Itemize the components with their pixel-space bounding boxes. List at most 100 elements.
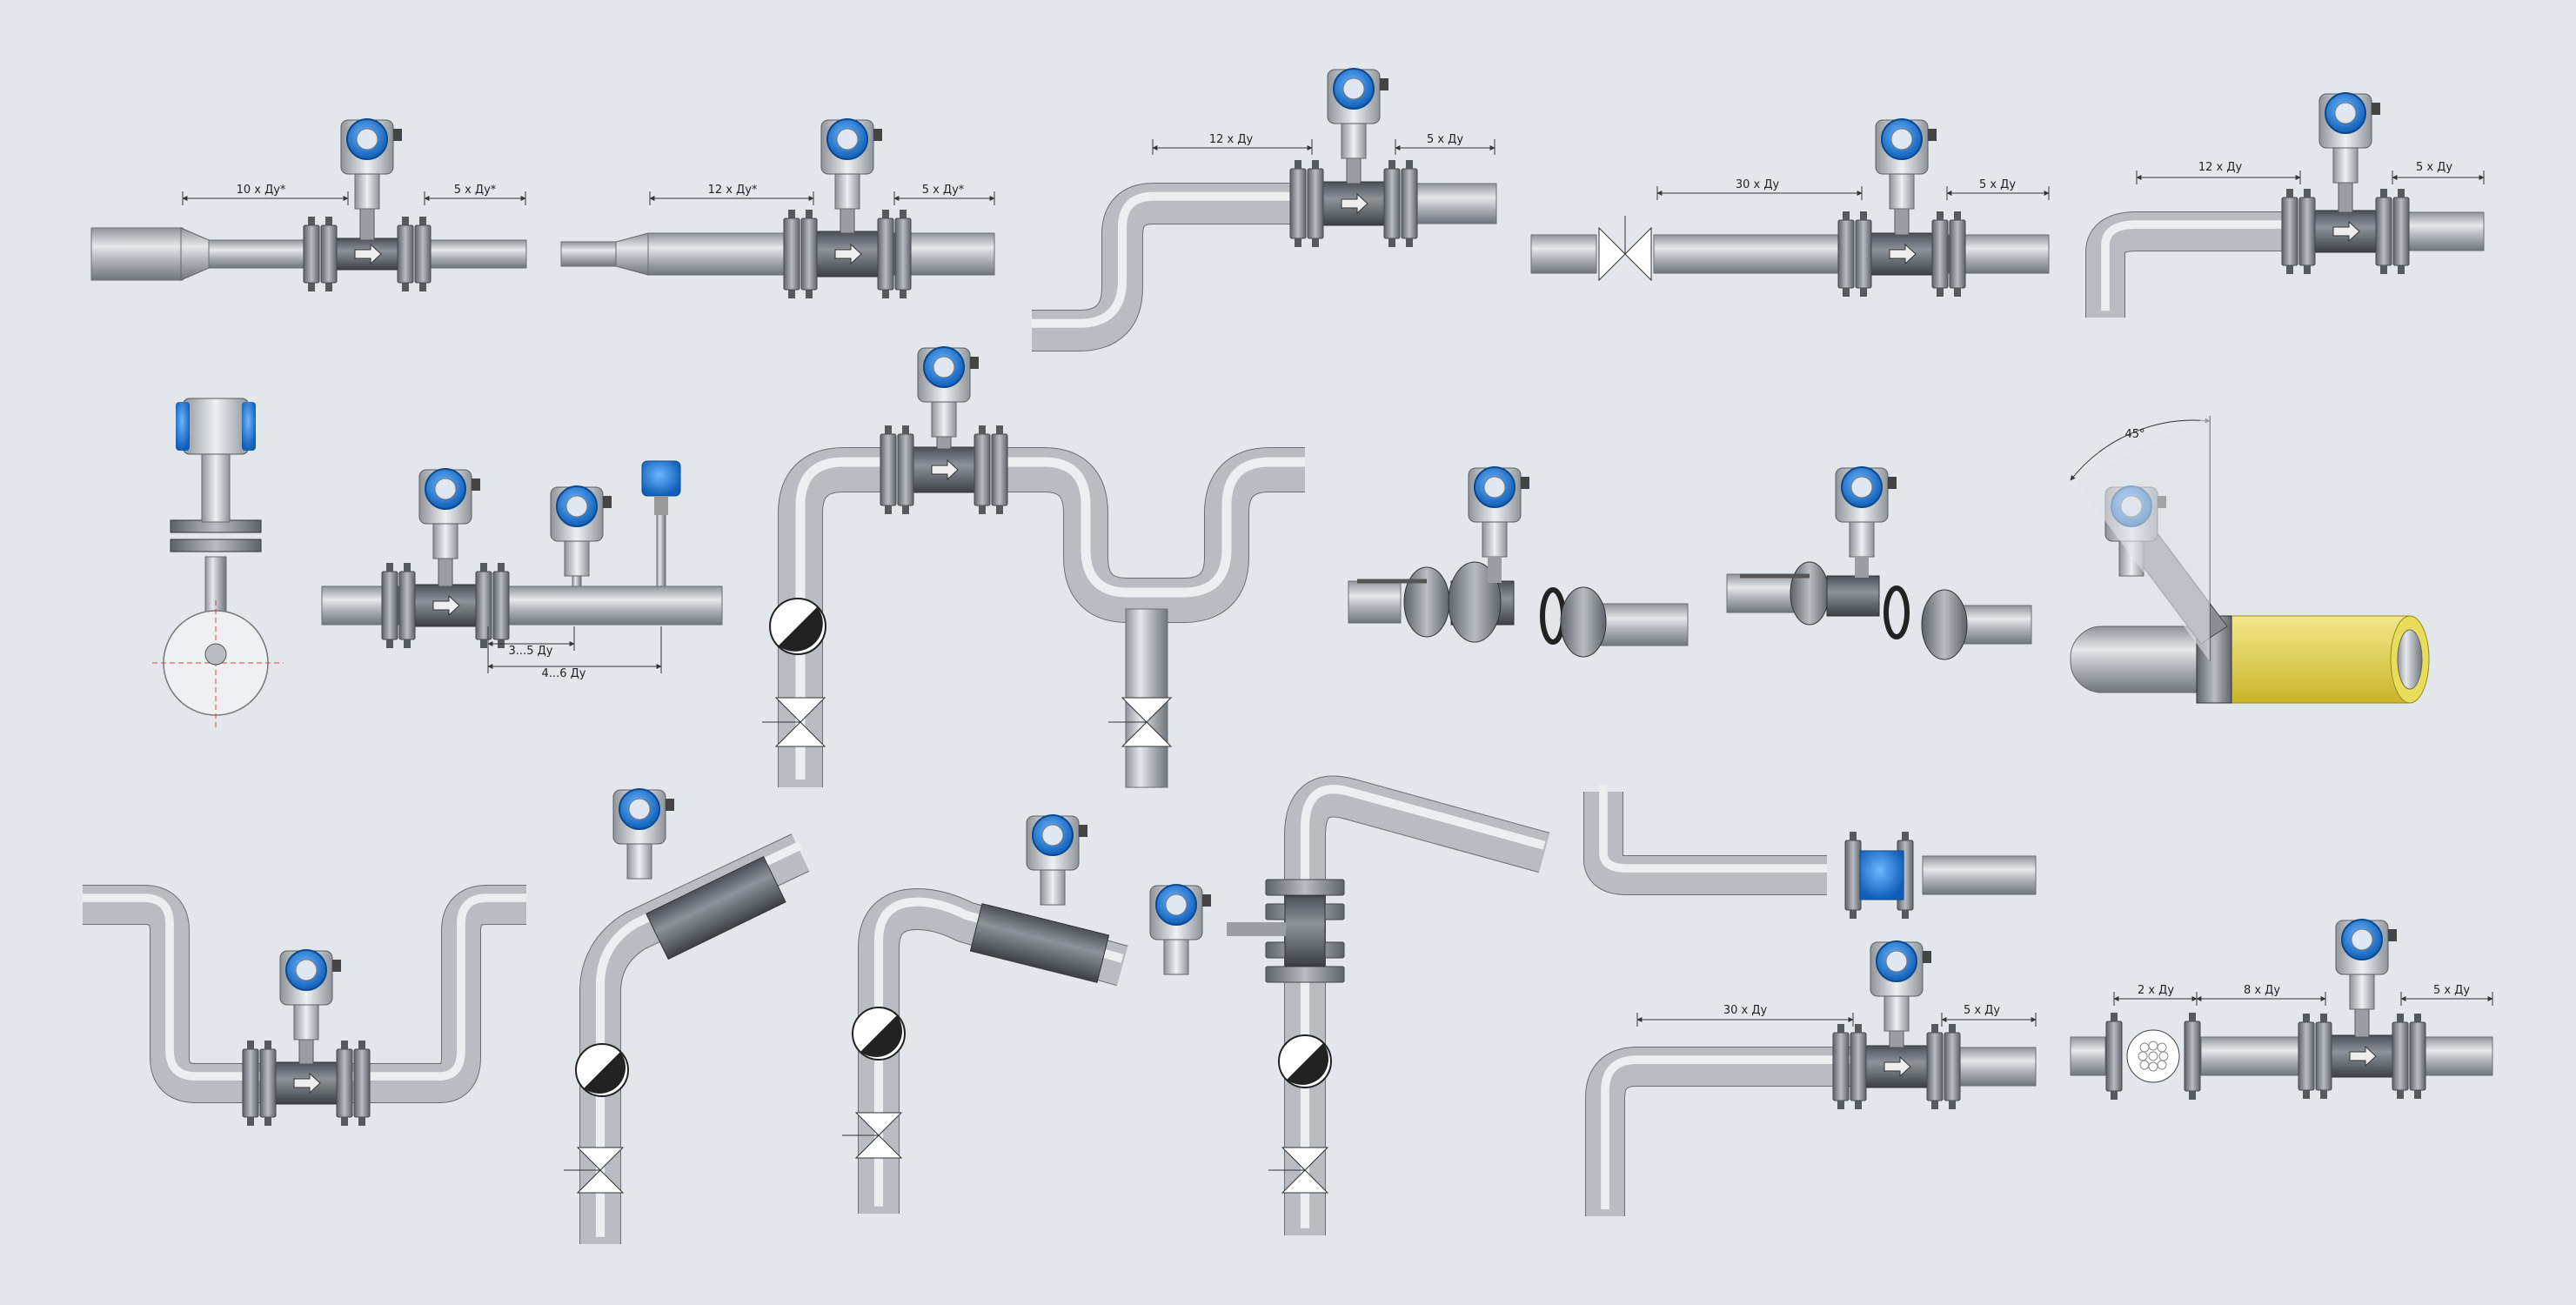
- flange-bolt: [996, 505, 1003, 514]
- flange-pipe-upstream: [381, 571, 398, 640]
- vertical-riser-body: [1285, 776, 1550, 1235]
- flange-bolt: [885, 505, 892, 514]
- cable-gland: [1923, 951, 1931, 963]
- flange-pipe-downstream: [2409, 1021, 2426, 1091]
- meter-1-head: [340, 118, 402, 210]
- flange-bolt: [1388, 238, 1395, 247]
- flange-bolt: [1295, 238, 1301, 247]
- pipe-segment: [647, 232, 797, 276]
- sensor-tip: [204, 643, 227, 666]
- meter-15-body: [1284, 895, 1326, 967]
- pipe-segment: [1591, 603, 1689, 646]
- cable-gland: [1380, 78, 1388, 90]
- meter-12-head: [279, 949, 341, 1041]
- pipe-segment: [493, 586, 723, 626]
- dim-label-d4-downstream: 5 x Ду: [1979, 178, 2016, 191]
- valve-8a-bottom: [774, 721, 826, 747]
- temperature-well: [656, 512, 666, 587]
- transmitter-neck: [1163, 939, 1189, 975]
- gate-valve-4-right: [1624, 226, 1652, 282]
- pipe-segment: [1726, 573, 1802, 613]
- cable-gland: [873, 129, 882, 141]
- flange-pipe-downstream: [2392, 197, 2410, 266]
- meter-10-stem: [1855, 557, 1869, 578]
- transmitter-neck: [564, 540, 590, 577]
- flange-pipe-upstream: [242, 1048, 259, 1118]
- flange: [1844, 840, 1862, 911]
- insertion-housing: [182, 398, 250, 455]
- dim-label-d3-downstream: 5 x Ду: [1427, 133, 1463, 146]
- flange-bolt: [1937, 211, 1944, 220]
- strainer-cell: [2138, 1051, 2148, 1061]
- dim-label-d16-upstream: 30 x Ду: [1723, 1004, 1768, 1017]
- pipe-segment: [1408, 183, 1497, 224]
- flange-downstream: [2375, 197, 2392, 266]
- dim-label-d5-upstream: 12 x Ду: [2198, 161, 2243, 174]
- flange-bolt: [2380, 189, 2387, 197]
- dim-label-d1-upstream: 10 x Ду*: [237, 184, 286, 197]
- inclined-14-highlight: [873, 897, 1124, 1207]
- meter-9-head: [1468, 466, 1529, 558]
- dim-label-d17-a: 2 x Ду: [2138, 984, 2174, 997]
- flange-bolt: [902, 505, 909, 514]
- insertion-cover-right: [242, 402, 256, 451]
- flange-bolt: [1860, 211, 1867, 220]
- flange-pipe-downstream: [1944, 1032, 1961, 1101]
- dim-label-d1-downstream: 5 x Ду*: [454, 184, 497, 197]
- valve-8a-top: [774, 697, 826, 723]
- dim-label-d16-downstream: 5 x Ду: [1964, 1004, 2000, 1017]
- flange-bolt: [1937, 288, 1944, 297]
- gasket: [1883, 586, 1910, 639]
- inlet-wide-pipe: [90, 227, 184, 281]
- transmitter-neck: [834, 173, 860, 210]
- flange-upstream: [1850, 1032, 1867, 1101]
- flange-bolt: [885, 425, 892, 434]
- flange-bolt: [1388, 160, 1395, 169]
- cable-gland: [603, 496, 612, 508]
- valve-15-bottom: [1281, 1169, 1329, 1194]
- transmitter-neck: [626, 843, 652, 880]
- dim-label-d4-upstream: 30 x Ду: [1736, 178, 1780, 191]
- loose-flange: [1560, 586, 1607, 658]
- flange-bolt: [2286, 265, 2293, 274]
- flange-bolt: [2189, 1013, 2196, 1021]
- valve-14-top: [854, 1112, 903, 1136]
- cable-gland: [393, 129, 402, 141]
- transmitter-neck: [1040, 869, 1066, 906]
- cable-gland: [1888, 477, 1897, 489]
- flange-pipe-upstream: [1289, 168, 1307, 239]
- transmitter-neck: [1849, 521, 1875, 558]
- cable-gland: [2372, 103, 2380, 115]
- flange-bolt: [1850, 832, 1857, 840]
- meter-14-head: [1026, 814, 1087, 906]
- elbow-5-highlight: [2101, 220, 2297, 311]
- flange-bolt: [882, 210, 889, 218]
- flange-upstream: [259, 1048, 277, 1118]
- loose-flange: [1921, 589, 1968, 660]
- transmitter-neck: [293, 1004, 319, 1041]
- strainer-cell: [2139, 1042, 2150, 1053]
- transmitter-neck: [1341, 123, 1367, 159]
- flow-arrow-icon: [1883, 1055, 1911, 1078]
- flange-pipe-upstream: [1837, 219, 1855, 289]
- gasket: [1540, 587, 1566, 645]
- valve-15-top: [1281, 1147, 1329, 1171]
- flange-pipe-upstream: [2298, 1021, 2315, 1091]
- flange-bolt: [1406, 160, 1413, 169]
- flow-arrow-icon: [2349, 1045, 2377, 1067]
- strainer-cell: [2148, 1041, 2158, 1051]
- angle-wedge: [2075, 416, 2210, 661]
- pipe-segment: [1957, 605, 2032, 645]
- cable-gland: [1521, 477, 1529, 489]
- wafer-body-10: [1826, 575, 1880, 617]
- display-window: [356, 128, 378, 151]
- flange-bolt: [1931, 1101, 1938, 1109]
- flange-bolt: [2189, 1091, 2196, 1100]
- meter-3-head: [1327, 68, 1388, 159]
- flange-bolt: [2398, 265, 2405, 274]
- display-window: [1885, 950, 1908, 973]
- flange-bolt: [1860, 288, 1867, 297]
- flange-pipe-downstream: [991, 433, 1008, 506]
- flange-pipe-upstream: [1832, 1032, 1850, 1101]
